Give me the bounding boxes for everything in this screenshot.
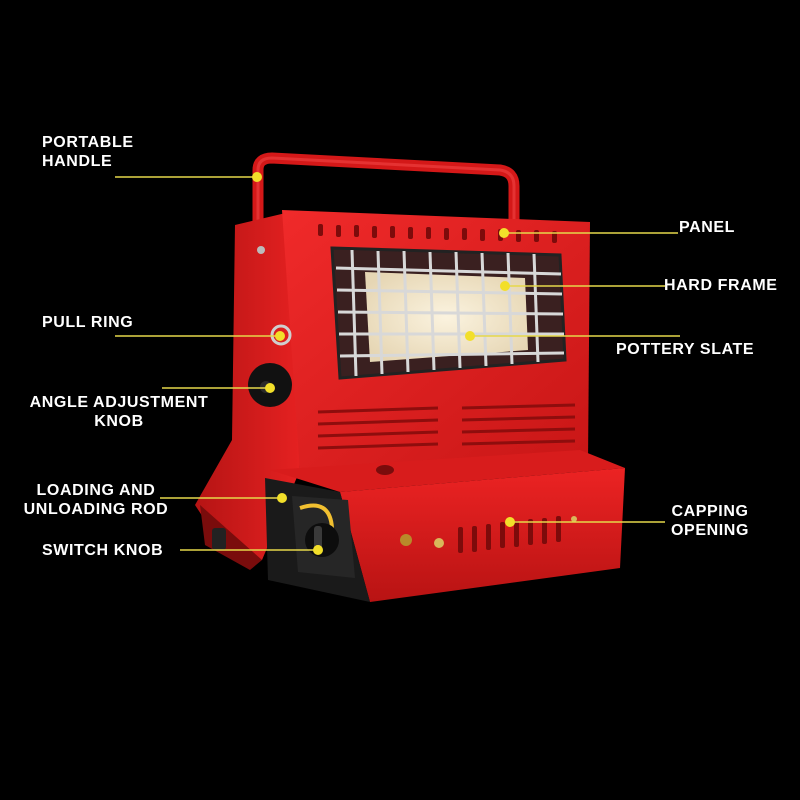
gauge-arc: [299, 503, 334, 529]
label-pottery-slate: POTTERY SLATE: [616, 340, 754, 359]
label-angle-adjustment-knob: ANGLE ADJUSTMENT KNOB: [18, 393, 220, 431]
pull-ring-part: [270, 324, 292, 346]
portable-handle-part: [252, 152, 520, 225]
label-capping-opening: CAPPING OPENING: [658, 502, 762, 540]
label-line: OPENING: [671, 522, 749, 539]
label-line: PORTABLE: [42, 134, 134, 151]
label-portable-handle: PORTABLE HANDLE: [42, 133, 134, 171]
side-stand: [195, 212, 300, 560]
label-line: CAPPING: [671, 503, 749, 520]
marker-loading-rod: [277, 493, 287, 503]
label-loading-unloading-rod: LOADING AND UNLOADING ROD: [14, 481, 178, 519]
body-louvers: [317, 403, 576, 450]
marker-angle-knob: [265, 383, 275, 393]
label-pull-ring: PULL RING: [42, 313, 133, 332]
label-line: PANEL: [679, 219, 736, 236]
igniter-bolt: [434, 538, 444, 548]
label-line: HARD FRAME: [664, 277, 778, 294]
label-line: HANDLE: [42, 153, 113, 170]
marker-switch-knob: [313, 545, 323, 555]
label-switch-knob: SWITCH KNOB: [42, 541, 163, 560]
label-line: ANGLE ADJUSTMENT: [29, 394, 209, 411]
label-line: SWITCH KNOB: [42, 542, 164, 559]
label-line: POTTERY SLATE: [616, 341, 755, 358]
gas-box-top: [270, 450, 625, 492]
marker-hard-frame: [500, 281, 510, 291]
leader-lines: [115, 176, 680, 551]
foot: [212, 528, 226, 550]
label-line: PULL RING: [42, 314, 134, 331]
base-screw: [571, 516, 577, 522]
label-line: LOADING AND: [36, 482, 156, 499]
marker-dots: [252, 172, 515, 555]
gas-box-front: [340, 468, 625, 602]
marker-pottery-slate: [465, 331, 475, 341]
igniter-button: [400, 534, 412, 546]
label-hard-frame: HARD FRAME: [664, 276, 778, 295]
label-line: KNOB: [94, 413, 144, 430]
label-line: UNLOADING ROD: [23, 501, 169, 518]
top-hole: [376, 465, 394, 475]
label-panel: PANEL: [679, 218, 735, 237]
side-screw: [257, 246, 265, 254]
marker-handle: [252, 172, 262, 182]
marker-panel: [499, 228, 509, 238]
side-stand-shadow: [200, 505, 262, 570]
marker-capping-opening: [505, 517, 515, 527]
wire-grid: [335, 249, 565, 377]
marker-pull-ring: [275, 331, 285, 341]
